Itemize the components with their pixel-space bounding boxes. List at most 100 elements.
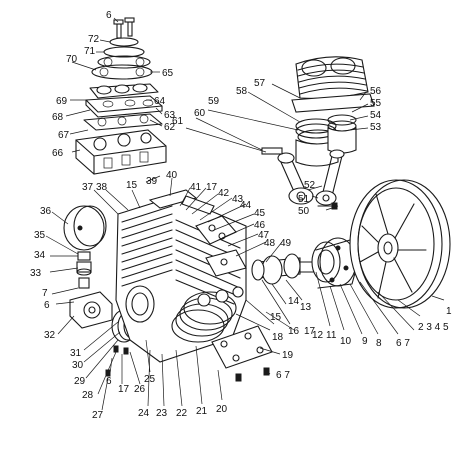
base-plate (211, 325, 273, 382)
label-57: 57 (254, 78, 266, 89)
label-9: 9 (362, 336, 368, 347)
label-31: 31 (70, 348, 82, 359)
label-33: 33 (30, 268, 42, 279)
label-39: 39 (146, 176, 158, 187)
label-25: 25 (144, 374, 156, 385)
label-60: 60 (194, 108, 206, 119)
label-53: 53 (370, 122, 382, 133)
label-6-a: 6 (106, 376, 112, 387)
label-44: 44 (240, 200, 252, 211)
label-20: 20 (216, 404, 228, 415)
label-17-a: 17 (304, 326, 316, 337)
crankcase (115, 189, 247, 363)
label-52: 52 (304, 180, 316, 191)
left-bearing (125, 285, 155, 323)
label-37: 37 (82, 182, 94, 193)
label-58: 58 (236, 86, 248, 97)
wrist-pin (261, 147, 283, 155)
label-21: 21 (196, 406, 208, 417)
callout-labels: 1 2 3 4 5 6 7 8 9 10 11 12 13 14 15 16 1… (30, 10, 452, 421)
label-70: 70 (66, 54, 78, 65)
cylinder-assembly (261, 56, 375, 210)
label-41: 41 (190, 182, 202, 193)
label-69: 69 (56, 96, 68, 107)
bracket (69, 291, 113, 329)
label-56: 56 (370, 86, 382, 97)
label-2345: 2 3 4 5 (418, 322, 449, 333)
label-59: 59 (208, 96, 220, 107)
fittings (76, 251, 92, 289)
label-14: 14 (288, 296, 300, 307)
label-15-b: 15 (126, 180, 138, 191)
label-26: 26 (134, 384, 146, 395)
front-heads (195, 215, 247, 277)
label-36: 36 (40, 206, 52, 217)
label-68: 68 (52, 112, 64, 123)
label-24: 24 (138, 408, 150, 419)
label-6-7-a: 6 7 (396, 338, 410, 349)
label-49: 49 (280, 238, 292, 249)
label-11: 11 (326, 330, 337, 341)
label-34: 34 (34, 250, 46, 261)
label-19: 19 (282, 350, 294, 361)
label-6-b: 6 (44, 300, 50, 311)
top-valve-covers (148, 189, 215, 215)
valve-plates (83, 37, 163, 131)
label-35: 35 (34, 230, 46, 241)
label-13: 13 (300, 302, 312, 313)
top-bolts (113, 17, 135, 39)
label-55: 55 (370, 98, 382, 109)
label-42: 42 (218, 188, 230, 199)
label-7-a: 7 (42, 288, 48, 299)
flywheel (349, 179, 451, 309)
label-15-a: 15 (270, 312, 282, 323)
label-63: 63 (164, 110, 176, 121)
label-43: 43 (232, 194, 244, 205)
label-18: 18 (272, 332, 284, 343)
label-48: 48 (264, 238, 276, 249)
label-23: 23 (156, 408, 168, 419)
left-fin-bank (121, 205, 173, 287)
label-22: 22 (176, 408, 188, 419)
label-47: 47 (258, 230, 270, 241)
end-cap (63, 205, 107, 251)
label-38: 38 (96, 182, 108, 193)
connecting-rods (277, 149, 345, 206)
label-71: 71 (84, 46, 96, 57)
cylinder-head (75, 129, 167, 175)
pistons (295, 114, 357, 167)
label-54: 54 (370, 110, 382, 121)
label-45: 45 (254, 208, 266, 219)
label-29: 29 (74, 376, 86, 387)
label-65: 65 (162, 68, 174, 79)
label-17-b: 17 (118, 384, 130, 395)
label-28: 28 (82, 390, 94, 401)
label-67: 67 (58, 130, 70, 141)
label-66: 66 (52, 148, 64, 159)
label-30: 30 (72, 360, 84, 371)
crankshaft (251, 253, 317, 285)
label-50: 50 (298, 206, 310, 217)
label-6-c: 6 (106, 10, 112, 21)
label-17-c: 17 (206, 182, 218, 193)
label-62: 62 (164, 122, 176, 133)
label-46: 46 (254, 220, 266, 231)
label-1: 1 (446, 306, 452, 317)
label-64: 64 (154, 96, 166, 107)
label-51: 51 (298, 194, 310, 205)
label-8: 8 (376, 338, 382, 349)
label-16: 16 (288, 326, 300, 337)
oil-plugs (197, 286, 244, 307)
label-10: 10 (340, 336, 352, 347)
label-61: 61 (172, 116, 184, 127)
label-40: 40 (166, 170, 178, 181)
label-12: 12 (312, 330, 324, 341)
finned-cylinder (291, 56, 375, 113)
label-6-7-b: 6 7 (276, 370, 290, 381)
label-72: 72 (88, 34, 100, 45)
label-27: 27 (92, 410, 104, 421)
leader-lines (45, 17, 445, 411)
label-32: 32 (44, 330, 56, 341)
